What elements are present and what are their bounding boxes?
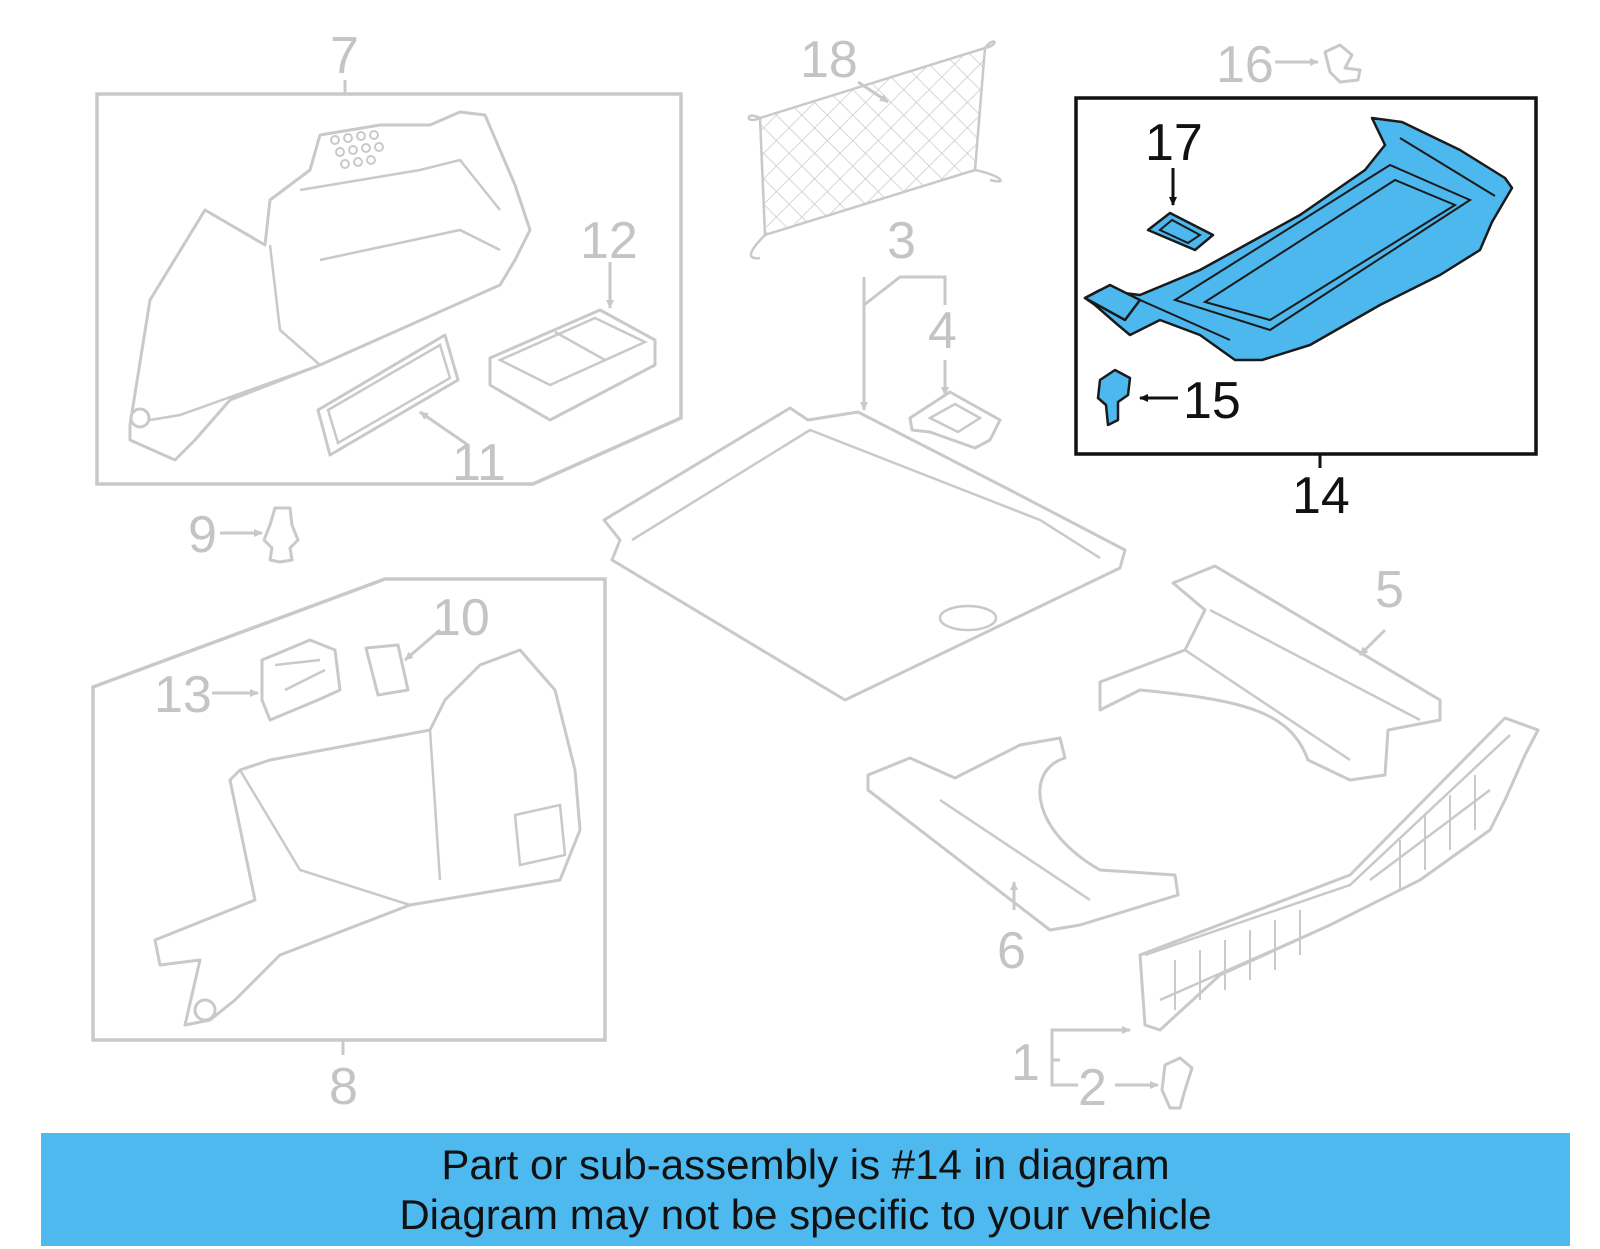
callout-5: 5 xyxy=(1375,561,1404,619)
part-14-package-tray[interactable] xyxy=(1083,116,1514,362)
part-13-cover xyxy=(212,638,342,722)
part-1-sill-trim xyxy=(1050,716,1540,1087)
callout-11: 11 xyxy=(452,434,506,492)
callout-4: 4 xyxy=(928,302,957,360)
part-9-clip xyxy=(220,506,300,564)
callout-2: 2 xyxy=(1078,1059,1107,1117)
part-10-cover xyxy=(364,628,441,697)
part-16-clip xyxy=(1275,43,1362,84)
callout-7: 7 xyxy=(330,27,359,85)
callout-6: 6 xyxy=(997,922,1026,980)
part-7-vent-holes xyxy=(330,130,384,169)
part-18-cargo-net xyxy=(747,40,1002,260)
callout-1: 1 xyxy=(1011,1034,1040,1092)
part-8-trim-panel xyxy=(153,648,582,1027)
banner-line-1: Part or sub-assembly is #14 in diagram xyxy=(441,1140,1170,1188)
group-8-quarter-trim-lower xyxy=(91,577,607,1055)
callout-12: 12 xyxy=(580,212,638,270)
callout-10: 10 xyxy=(432,589,490,647)
info-banner: Part or sub-assembly is #14 in diagram D… xyxy=(41,1133,1570,1246)
group-8-box xyxy=(91,577,607,1042)
part-15-clip[interactable] xyxy=(1096,368,1178,427)
part-7-trim-panel xyxy=(128,110,532,462)
callout-8: 8 xyxy=(329,1058,358,1116)
part-12-tray xyxy=(488,262,657,422)
callout-14: 14 xyxy=(1292,467,1350,525)
callout-3: 3 xyxy=(887,212,916,270)
callout-15: 15 xyxy=(1183,372,1241,430)
part-6-panel xyxy=(866,736,1180,932)
callout-16: 16 xyxy=(1216,36,1274,94)
part-3-floor-mat xyxy=(602,275,1127,702)
group-14-highlighted xyxy=(1074,96,1538,468)
callout-13: 13 xyxy=(154,666,212,724)
group-7-quarter-trim xyxy=(95,80,683,486)
group-14-box xyxy=(1074,96,1538,456)
part-5-panel xyxy=(1098,564,1442,782)
part-17-cap[interactable] xyxy=(1146,168,1215,252)
group-7-box xyxy=(95,92,683,486)
callout-17: 17 xyxy=(1145,114,1203,172)
banner-line-2: Diagram may not be specific to your vehi… xyxy=(399,1190,1212,1238)
part-11-vent xyxy=(316,333,469,457)
callout-18: 18 xyxy=(800,31,858,89)
callout-9: 9 xyxy=(188,506,217,564)
part-2-clip xyxy=(1115,1056,1194,1110)
part-4-bracket xyxy=(908,360,1002,450)
